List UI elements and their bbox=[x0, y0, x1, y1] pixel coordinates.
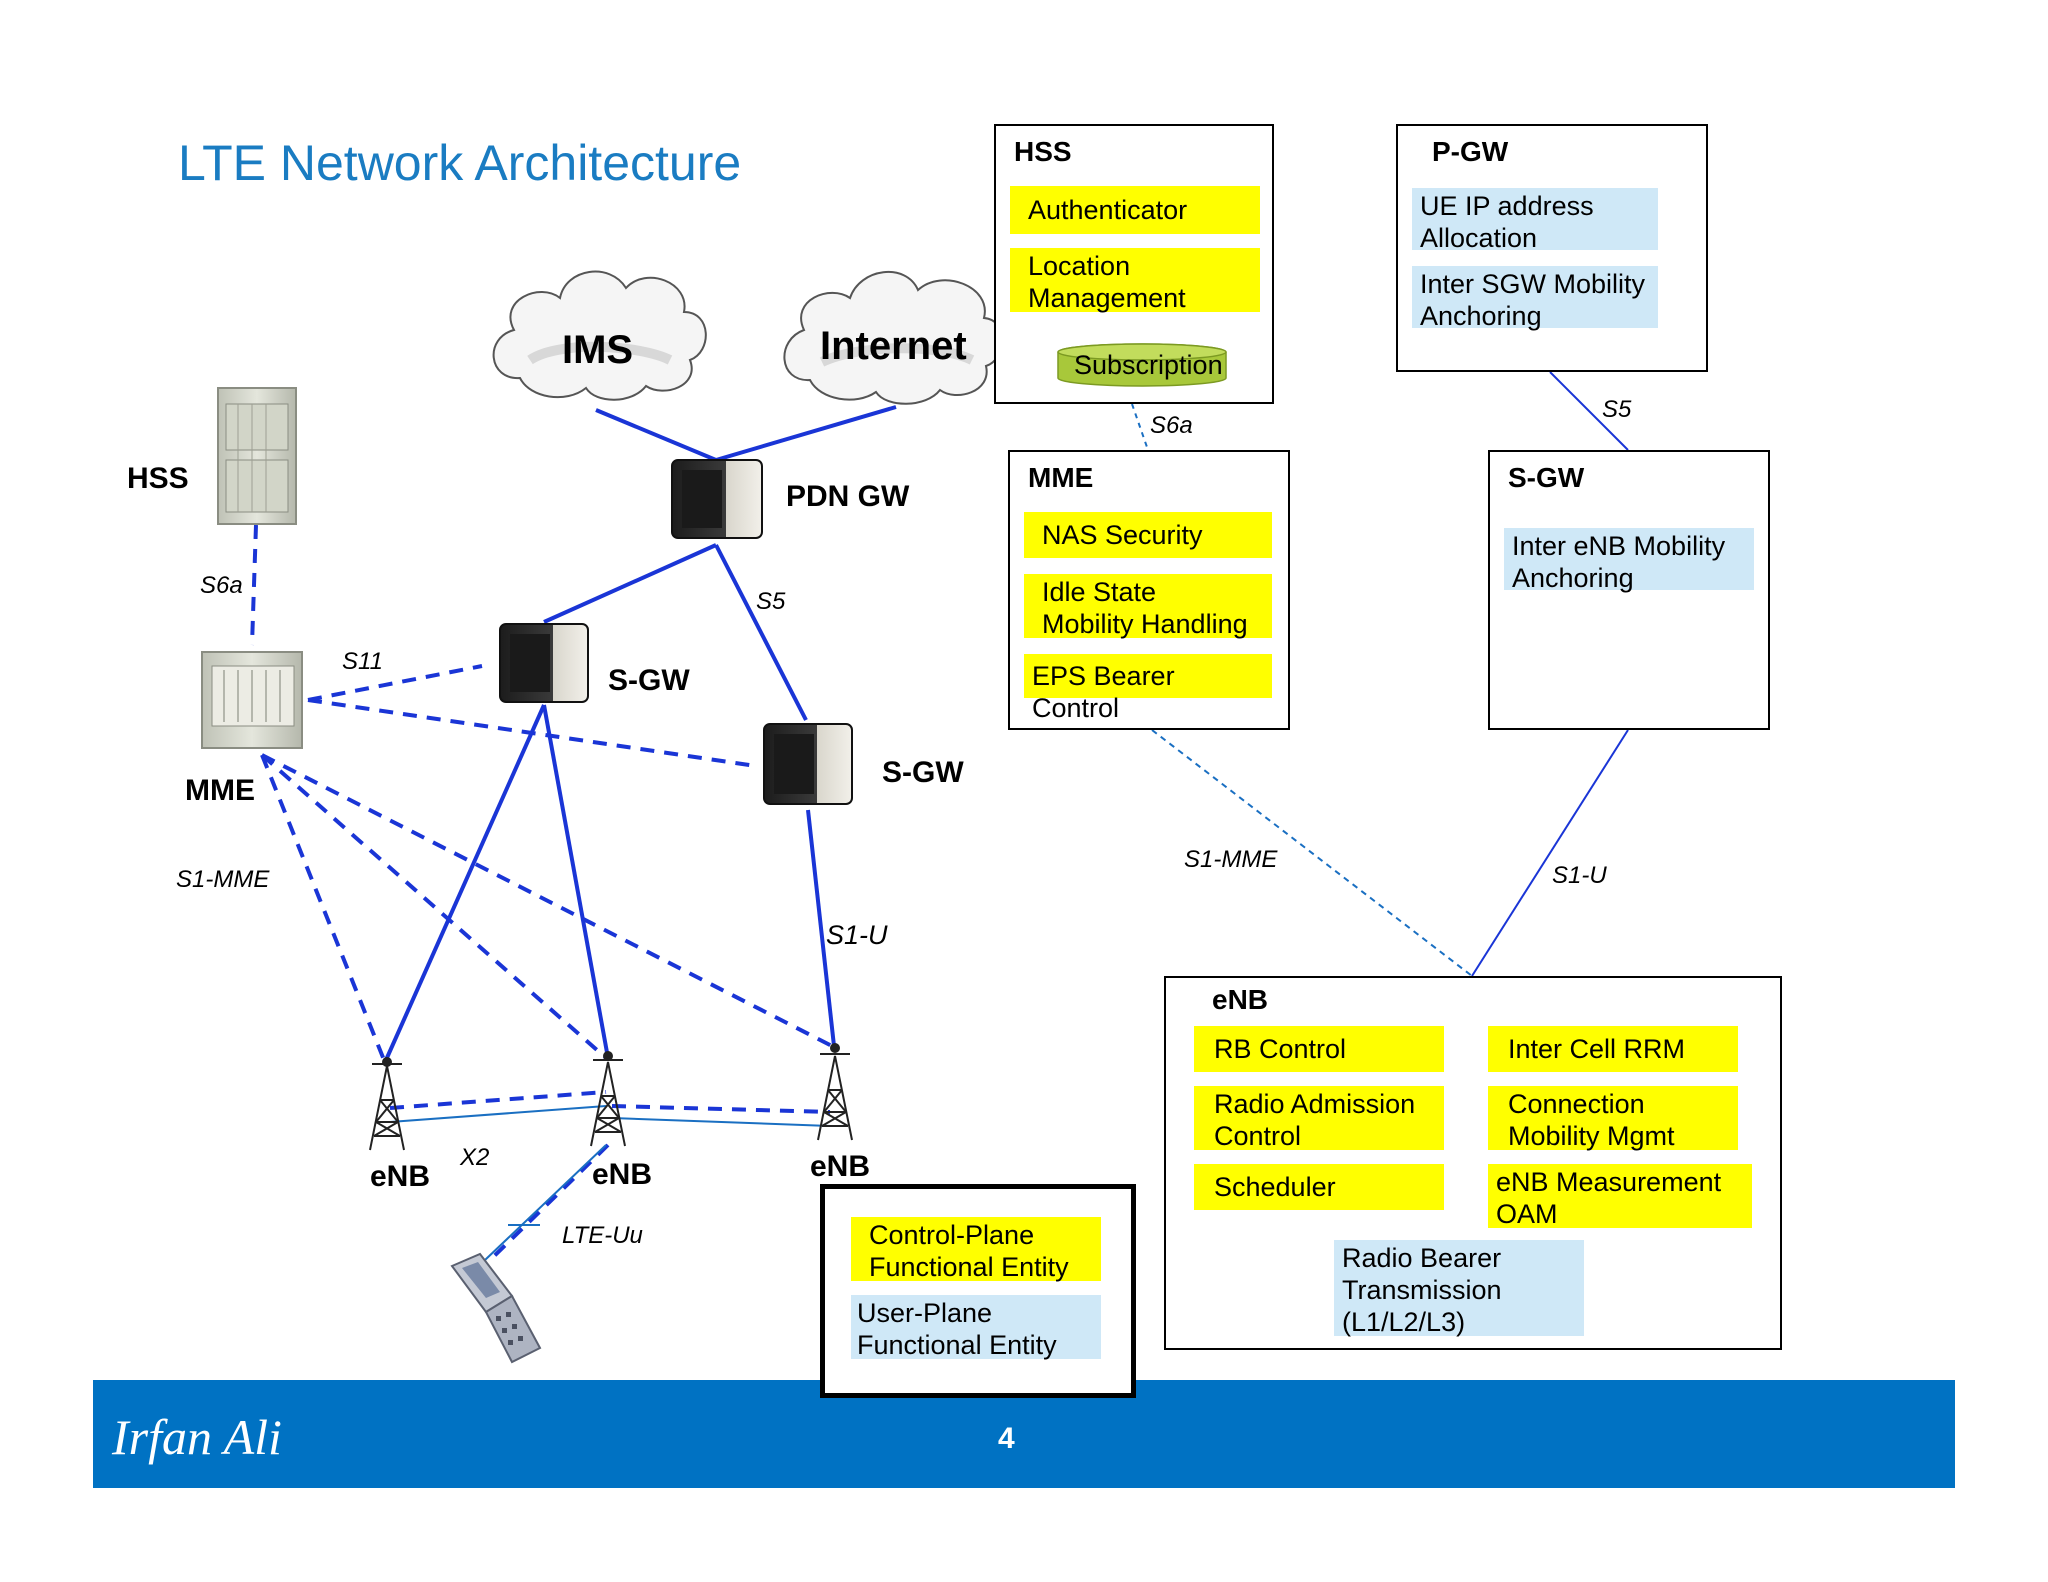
fn-pgw-sgw-s5-link bbox=[1549, 371, 1629, 451]
pgw-ue-ip-allocation: UE IP address Allocation bbox=[1412, 188, 1658, 253]
enb-3-tower-icon bbox=[817, 1043, 853, 1141]
fn-hss-mme-s6a-link bbox=[1131, 403, 1149, 451]
enb-2-tower-icon bbox=[590, 1051, 626, 1147]
mme-sgw1-s11-link bbox=[307, 664, 483, 702]
fn-s1-u-label: S1-U bbox=[1552, 862, 1607, 889]
pdn-gw-server-icon bbox=[671, 459, 763, 539]
lte-uu-label: LTE-Uu bbox=[562, 1222, 643, 1249]
enb2-enb3-x2-dashed bbox=[611, 1104, 831, 1114]
enb-rb-control: RB Control bbox=[1194, 1026, 1444, 1072]
mme-idle-state-mobility: Idle State Mobility Handling bbox=[1024, 574, 1272, 639]
sgw-function-box: S-GW Inter eNB Mobility Anchoring bbox=[1488, 450, 1770, 730]
enb2-phone-lte-uu-link bbox=[486, 1143, 610, 1264]
legend-user-plane: User-Plane Functional Entity bbox=[851, 1295, 1101, 1360]
mme-server-icon bbox=[201, 651, 303, 749]
s11-label: S11 bbox=[342, 648, 383, 675]
pgw-box-title: P-GW bbox=[1432, 136, 1509, 167]
mme-box-title: MME bbox=[1028, 462, 1094, 493]
internet-label: Internet bbox=[820, 324, 967, 368]
hss-location-management: Location Management bbox=[1010, 248, 1260, 313]
fn-mme-enb-s1mme-link bbox=[1151, 729, 1473, 977]
enb-radio-admission-control: Radio Admission Control bbox=[1194, 1086, 1444, 1151]
mme-sgw2-link bbox=[307, 698, 757, 768]
user-plane-links bbox=[384, 405, 897, 1061]
sgw-inter-enb-mobility: Inter eNB Mobility Anchoring bbox=[1504, 528, 1754, 593]
sgw-2-server-icon bbox=[763, 723, 853, 805]
footer-bar bbox=[93, 1380, 1955, 1488]
fn-s1-mme-label: S1-MME bbox=[1184, 846, 1278, 873]
s6a-label: S6a bbox=[200, 572, 243, 599]
enb-measurement-oam: eNB Measurement OAM bbox=[1488, 1164, 1752, 1229]
sgw-box-title: S-GW bbox=[1508, 462, 1585, 493]
pdngw-sgw1-link bbox=[543, 543, 717, 624]
pgw-inter-sgw-mobility: Inter SGW Mobility Anchoring bbox=[1412, 266, 1658, 331]
mme-nas-security: NAS Security bbox=[1024, 512, 1272, 558]
ims-label: IMS bbox=[562, 328, 634, 372]
pdn-gw-label: PDN GW bbox=[786, 480, 910, 513]
s1-mme-label: S1-MME bbox=[176, 866, 270, 893]
x2-label: X2 bbox=[460, 1144, 490, 1171]
subscription-database-icon: Subscription bbox=[1056, 342, 1228, 387]
enb-2-label: eNB bbox=[592, 1158, 653, 1191]
sgw1-enb1-link bbox=[384, 704, 546, 1061]
page-number: 4 bbox=[998, 1422, 1015, 1455]
sgw-1-label: S-GW bbox=[608, 664, 690, 697]
hss-mme-s6a-link bbox=[250, 524, 258, 646]
enb-1-label: eNB bbox=[370, 1160, 431, 1193]
hss-label: HSS bbox=[127, 462, 189, 495]
fn-s5-label: S5 bbox=[1602, 396, 1632, 423]
hss-authenticator: Authenticator bbox=[1010, 186, 1260, 234]
function-box-links bbox=[1131, 371, 1629, 977]
enb-box-title: eNB bbox=[1212, 984, 1269, 1015]
enb1-enb2-x2-dashed bbox=[389, 1090, 607, 1110]
internet-pdngw-link bbox=[715, 405, 897, 462]
sgw2-enb3-s1u-link bbox=[806, 809, 836, 1047]
pdngw-sgw2-s5-link bbox=[714, 544, 808, 721]
enb-inter-cell-rrm: Inter Cell RRM bbox=[1488, 1026, 1738, 1072]
enb-3-label: eNB bbox=[810, 1150, 871, 1183]
mme-label: MME bbox=[185, 774, 255, 807]
sgw-1-server-icon bbox=[499, 623, 589, 703]
ue-phone-icon bbox=[450, 1252, 542, 1364]
hss-box-title: HSS bbox=[1014, 136, 1072, 167]
internet-cloud-icon bbox=[783, 270, 1004, 405]
x2-thin-links bbox=[389, 1105, 831, 1261]
mme-eps-bearer-control: EPS Bearer Control bbox=[1024, 654, 1272, 723]
mme-enb3-s1mme-link bbox=[261, 753, 833, 1048]
page-title: LTE Network Architecture bbox=[178, 135, 742, 191]
fn-sgw-enb-s1u-link bbox=[1471, 729, 1629, 977]
fn-s6a-label: S6a bbox=[1150, 412, 1193, 439]
enb-1-tower-icon bbox=[369, 1057, 405, 1151]
s5-label: S5 bbox=[756, 588, 786, 615]
enb-function-box: eNB RB Control Radio Admission Control S… bbox=[1164, 976, 1782, 1350]
mme-function-box: MME NAS Security Idle State Mobility Han… bbox=[1008, 450, 1290, 730]
enb-radio-bearer-transmission: Radio Bearer Transmission (L1/L2/L3) bbox=[1334, 1240, 1584, 1337]
pgw-function-box: P-GW UE IP address Allocation Inter SGW … bbox=[1396, 124, 1708, 372]
sgw-2-label: S-GW bbox=[882, 756, 964, 789]
enb-connection-mobility-mgmt: Connection Mobility Mgmt bbox=[1488, 1086, 1738, 1151]
hss-function-box: HSS Authenticator Location Management Su… bbox=[994, 124, 1274, 404]
control-plane-links bbox=[250, 524, 833, 1264]
ims-pdngw-link bbox=[595, 408, 717, 462]
legend-control-plane: Control-Plane Functional Entity bbox=[851, 1217, 1101, 1282]
mme-enb2-s1mme-link bbox=[260, 753, 608, 1060]
footer-author: Irfan Ali bbox=[112, 1409, 282, 1465]
sgw1-enb2-link bbox=[542, 704, 610, 1059]
s1-u-label: S1-U bbox=[826, 920, 888, 950]
legend-box: Control-Plane Functional Entity User-Pla… bbox=[820, 1184, 1136, 1398]
enb-scheduler: Scheduler bbox=[1194, 1164, 1444, 1210]
ims-cloud-icon bbox=[492, 270, 707, 401]
hss-server-icon bbox=[217, 387, 297, 525]
subscription-label: Subscription bbox=[1074, 350, 1223, 380]
mme-enb1-s1mme-link bbox=[260, 754, 386, 1061]
